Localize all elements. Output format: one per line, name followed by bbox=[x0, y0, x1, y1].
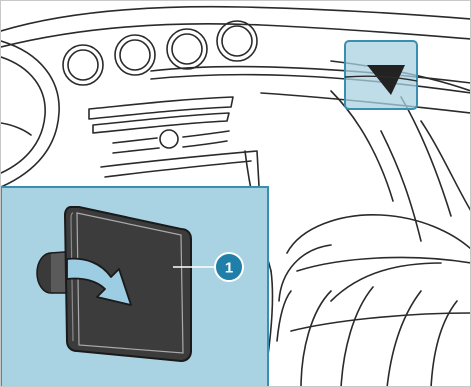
air-vent bbox=[167, 29, 207, 69]
detail-inset: 1 bbox=[1, 187, 268, 387]
cover-panel bbox=[65, 207, 191, 361]
callout-marker: 1 bbox=[215, 253, 243, 281]
passenger-seat bbox=[277, 215, 471, 387]
callout-label: 1 bbox=[225, 260, 233, 277]
air-vent bbox=[115, 35, 155, 75]
highlight-location-marker bbox=[345, 41, 417, 109]
air-vent bbox=[217, 21, 257, 61]
air-vent bbox=[63, 45, 103, 85]
